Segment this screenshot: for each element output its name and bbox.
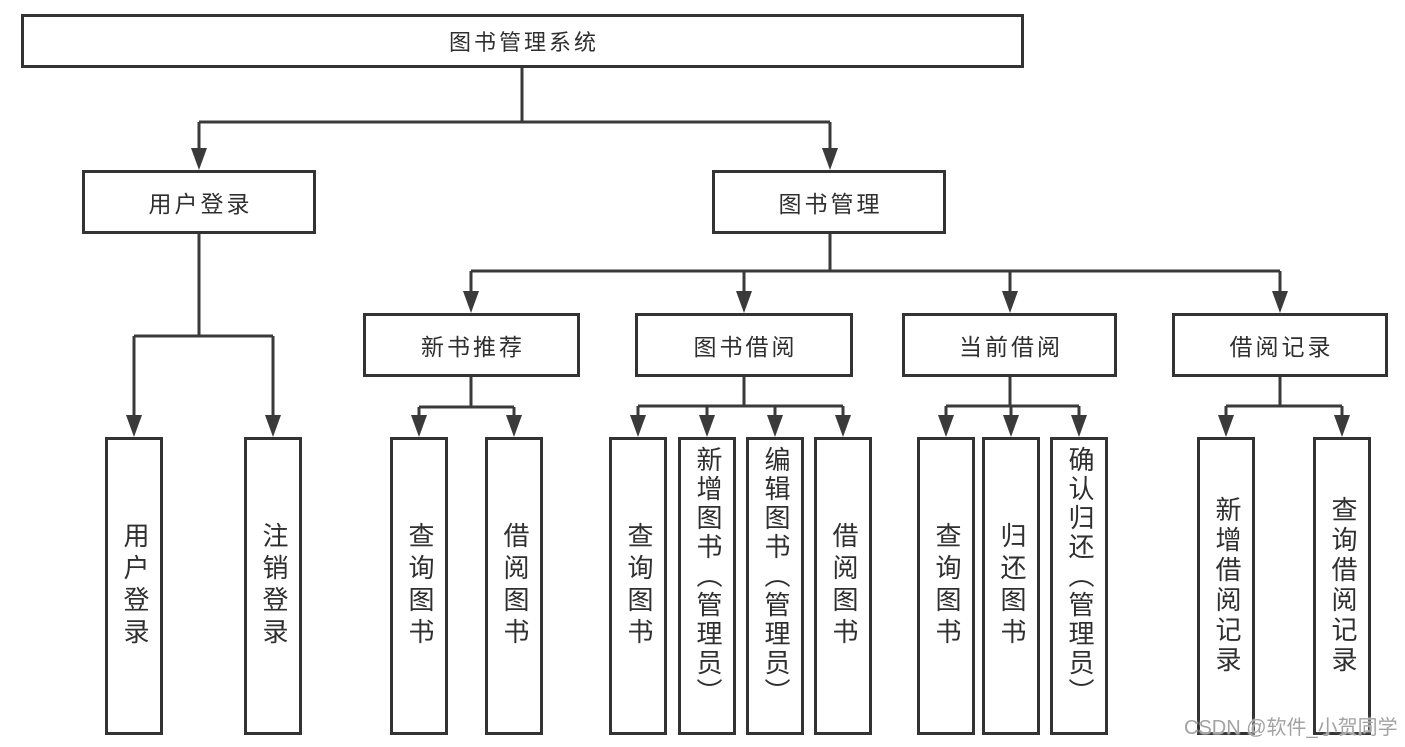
node-book-management: 图书管理	[712, 170, 946, 234]
connector-root-to-level2	[197, 68, 832, 150]
csdn-watermark: CSDN @软件_小贺同学	[1184, 717, 1398, 739]
connector-user-login-children	[132, 234, 275, 417]
leaf-edit-books-admin: 编辑图书（管理员）	[746, 437, 804, 735]
connector-book-borrowing-children	[636, 377, 845, 417]
leaf-borrow-books-recommend: 借阅图书	[485, 437, 543, 735]
leaf-add-books-admin: 新增图书（管理员）	[678, 437, 736, 735]
leaf-query-books-borrowing: 查询图书	[609, 437, 667, 735]
node-borrowing-records: 借阅记录	[1172, 313, 1388, 377]
connector-book-mgmt-to-level3	[469, 234, 1282, 293]
node-label: 用户登录	[148, 192, 253, 217]
leaf-query-borrow-record: 查询借阅记录	[1313, 437, 1371, 735]
connector-new-book-children	[417, 377, 516, 417]
node-user-login: 用户登录	[82, 170, 316, 234]
leaf-user-login: 用户登录	[105, 437, 163, 735]
node-label: 图书管理系统	[448, 30, 599, 55]
connector-current-borrowing-children	[944, 377, 1081, 417]
connector-borrow-records-children	[1224, 377, 1344, 417]
node-label: 当前借阅	[959, 335, 1063, 360]
leaf-query-books-current: 查询图书	[917, 437, 975, 735]
node-label: 新书推荐	[421, 335, 525, 360]
leaf-borrow-books-borrowing: 借阅图书	[814, 437, 872, 735]
arrowheads	[126, 148, 1350, 437]
leaf-return-books: 归还图书	[982, 437, 1040, 735]
leaf-logout-login: 注销登录	[244, 437, 302, 735]
leaf-query-books-recommend: 查询图书	[390, 437, 448, 735]
leaf-add-borrow-record: 新增借阅记录	[1197, 437, 1255, 735]
leaf-confirm-return-admin: 确认归还（管理员）	[1050, 437, 1108, 735]
node-label: 图书管理	[778, 192, 883, 217]
node-new-book-recommend: 新书推荐	[363, 313, 580, 377]
node-library-management-system: 图书管理系统	[21, 14, 1024, 68]
node-label: 图书借阅	[693, 335, 798, 360]
node-book-borrowing: 图书借阅	[635, 313, 853, 377]
node-label: 借阅记录	[1229, 335, 1334, 360]
node-current-borrowing: 当前借阅	[902, 313, 1117, 377]
